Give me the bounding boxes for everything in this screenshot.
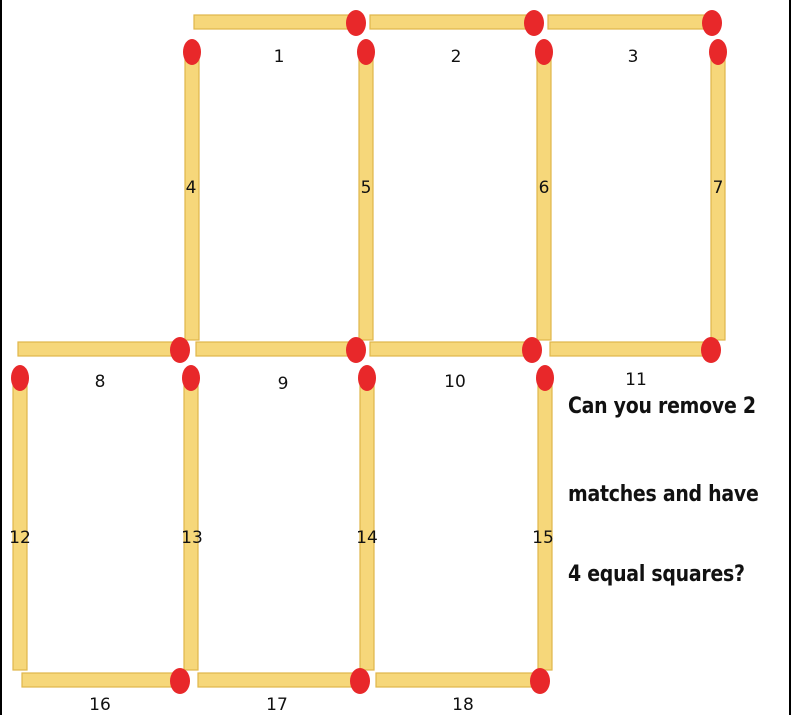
match-head [11, 365, 29, 391]
match-head [350, 668, 370, 694]
match-5: 5 [357, 39, 375, 341]
match-head [170, 337, 190, 363]
match-stick [359, 377, 375, 671]
match-head [358, 365, 376, 391]
match-15: 15 [532, 365, 554, 671]
match-head [701, 337, 721, 363]
left-border [0, 0, 2, 715]
match-stick [549, 341, 712, 357]
match-7: 7 [709, 39, 727, 341]
match-stick [369, 341, 533, 357]
match-10: 10 [369, 337, 542, 392]
match-14: 14 [356, 365, 378, 671]
match-11: 11 [549, 337, 721, 390]
match-number-label: 9 [278, 374, 289, 394]
match-6: 6 [535, 39, 553, 341]
match-number-label: 17 [266, 695, 288, 715]
match-stick [21, 672, 181, 688]
match-head [346, 337, 366, 363]
match-head [357, 39, 375, 65]
match-head [535, 39, 553, 65]
match-head [702, 10, 722, 36]
match-number-label: 12 [9, 528, 31, 548]
match-head [530, 668, 550, 694]
match-number-label: 6 [539, 178, 550, 198]
match-number-label: 11 [625, 370, 647, 390]
match-head [183, 39, 201, 65]
match-head [522, 337, 542, 363]
match-head [346, 10, 366, 36]
right-border [789, 0, 791, 715]
match-number-label: 15 [532, 528, 554, 548]
match-head [182, 365, 200, 391]
match-head [536, 365, 554, 391]
match-number-label: 13 [181, 528, 203, 548]
match-stick [537, 377, 553, 671]
match-9: 9 [195, 337, 366, 394]
match-number-label: 18 [452, 695, 474, 715]
match-stick [547, 14, 713, 30]
match-8: 8 [17, 337, 190, 392]
match-number-label: 3 [628, 47, 639, 67]
match-1: 1 [193, 10, 366, 67]
match-stick [193, 14, 357, 30]
match-stick [12, 377, 28, 671]
match-stick [197, 672, 361, 688]
match-number-label: 10 [444, 372, 466, 392]
match-13: 13 [181, 365, 203, 671]
match-stick [17, 341, 181, 357]
match-12: 12 [9, 365, 31, 671]
match-number-label: 2 [451, 47, 462, 67]
match-head [709, 39, 727, 65]
question-line-1: Can you remove 2 [568, 394, 756, 419]
match-stick [195, 341, 357, 357]
match-stick [183, 377, 199, 671]
match-head [170, 668, 190, 694]
question-line-2: matches and have [568, 482, 759, 507]
match-number-label: 16 [89, 695, 111, 715]
match-head [524, 10, 544, 36]
match-number-label: 4 [186, 178, 197, 198]
match-3: 3 [547, 10, 722, 67]
match-17: 17 [197, 668, 370, 715]
match-16: 16 [21, 668, 190, 715]
match-stick [369, 14, 535, 30]
match-number-label: 14 [356, 528, 378, 548]
match-stick [375, 672, 541, 688]
match-number-label: 8 [95, 372, 106, 392]
match-number-label: 7 [713, 178, 724, 198]
match-18: 18 [375, 668, 550, 715]
question-line-3: 4 equal squares? [568, 562, 745, 587]
match-number-label: 5 [361, 178, 372, 198]
match-number-label: 1 [274, 47, 285, 67]
match-2: 2 [369, 10, 544, 67]
match-4: 4 [183, 39, 201, 341]
